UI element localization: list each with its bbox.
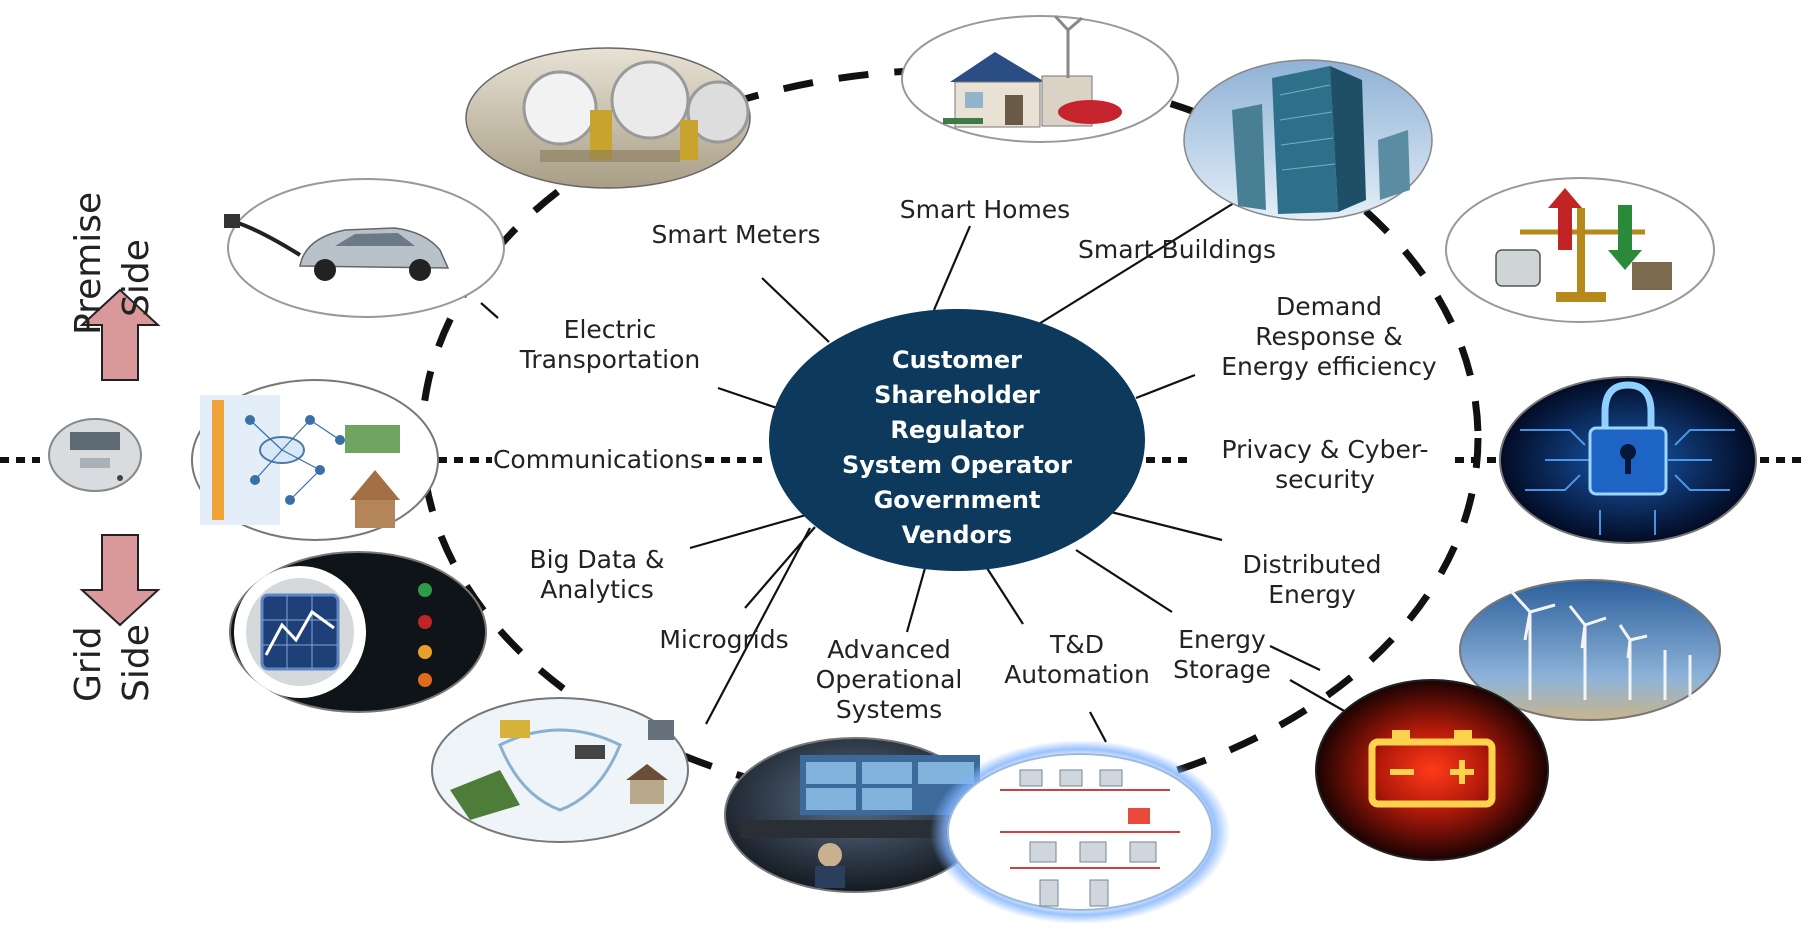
advanced-ops-line-3: Systems [836,695,942,724]
padlock-circuit-icon [1499,376,1757,544]
label-smart-homes: Smart Homes [900,195,1070,224]
label-smart-buildings: Smart Buildings [1078,235,1276,264]
grid-side-arrow [79,534,161,627]
premise-side-line-1: Premise [68,192,109,335]
big-data-line-1: Big Data & [529,545,664,574]
label-electric-transportation: Electric Transportation [519,315,701,374]
electric-meter-icon [48,418,142,492]
premise-side-arrow [79,288,161,381]
big-data-line-2: Analytics [540,575,654,604]
wind-turbines-icon [1459,579,1721,721]
electric-transportation-line-1: Electric [564,315,657,344]
smart-meters-line-1: Smart Meters [651,220,820,249]
distributed-energy-line-1: Distributed [1242,550,1381,579]
energy-storage-line-1: Energy [1178,625,1266,654]
meters-photo-icon [465,47,751,189]
grid-side-label: Grid Side [68,624,157,702]
hub-line-4: System Operator [842,451,1072,479]
communications-line-1: Communications [493,445,703,474]
label-privacy: Privacy & Cyber- security [1221,435,1428,494]
grid-side-line-2: Side [116,624,157,702]
label-microgrids: Microgrids [659,625,788,654]
demand-response-line-2: Response & [1255,322,1403,351]
advanced-ops-line-2: Operational [816,665,963,694]
energy-storage-line-2: Storage [1173,655,1271,684]
demand-response-line-1: Demand [1276,292,1382,321]
grid-side-line-1: Grid [68,626,109,702]
hub-line-3: Regulator [890,416,1023,444]
microgrids-line-1: Microgrids [659,625,788,654]
label-td-automation: T&D Automation [1004,630,1150,689]
smart-home-icon [901,14,1179,143]
premise-side-label: Premise Side [68,192,157,335]
battery-icon [1315,679,1549,861]
advanced-ops-line-1: Advanced [827,635,951,664]
hub-line-1: Customer [892,346,1022,374]
label-big-data: Big Data & Analytics [529,545,664,604]
label-smart-meters: Smart Meters [651,220,820,249]
privacy-line-2: security [1275,465,1375,494]
hub-line-5: Government [874,486,1041,514]
spokes [480,192,1347,743]
premise-side-line-2: Side [116,239,157,317]
demand-response-line-3: Energy efficiency [1221,352,1437,381]
smart-buildings-line-1: Smart Buildings [1078,235,1276,264]
td-automation-line-2: Automation [1004,660,1150,689]
label-energy-storage: Energy Storage [1173,625,1271,684]
td-automation-line-1: T&D [1049,630,1104,659]
label-advanced-ops: Advanced Operational Systems [816,635,963,724]
electric-transportation-line-2: Transportation [519,345,701,374]
demand-supply-scale-icon [1445,177,1715,323]
label-distributed-energy: Distributed Energy [1242,550,1381,609]
smart-homes-line-1: Smart Homes [900,195,1070,224]
label-communications: Communications [493,445,703,474]
office-tower-icon [1183,59,1433,221]
hub-line-6: Vendors [902,521,1012,549]
distributed-energy-line-2: Energy [1268,580,1356,609]
network-diagram-icon [191,379,439,541]
substation-schematic-icon [930,740,1230,924]
microgrid-diagram-icon [431,697,689,843]
electric-car-icon [224,178,505,318]
stakeholder-hub: Customer Shareholder Regulator System Op… [769,309,1145,571]
analytics-chart-icon [229,551,487,713]
label-demand-response: Demand Response & Energy efficiency [1221,292,1437,381]
privacy-line-1: Privacy & Cyber- [1221,435,1428,464]
hub-line-2: Shareholder [874,381,1040,409]
